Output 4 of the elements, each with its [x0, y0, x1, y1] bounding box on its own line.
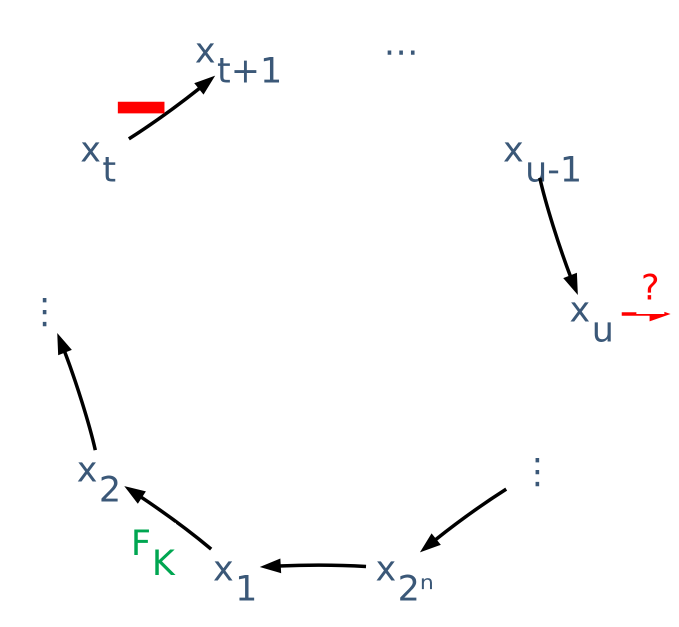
node-text: ⋮ [26, 291, 62, 332]
edge-label: ? [640, 268, 660, 308]
node-text: ⋮ [519, 451, 554, 492]
label: ⋯ [383, 32, 418, 72]
